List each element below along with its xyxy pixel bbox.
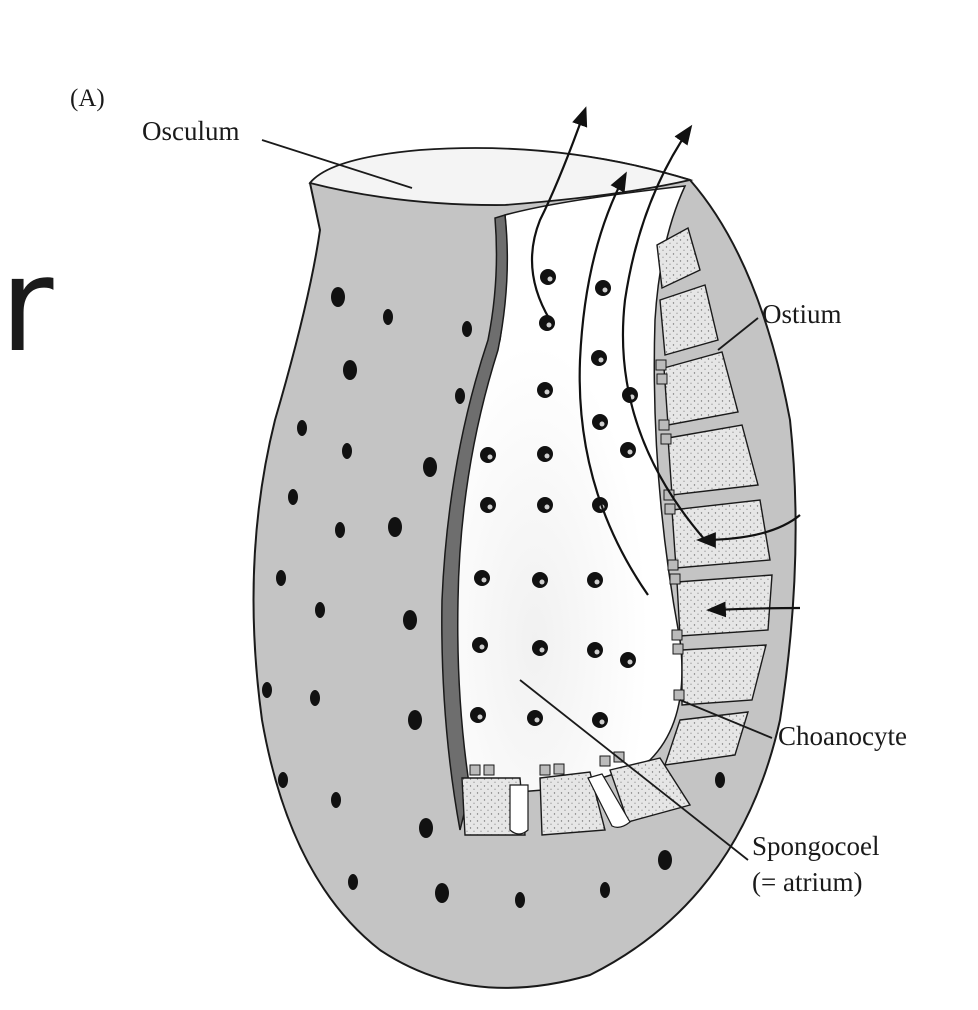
inner-pore-highlight (487, 504, 493, 510)
right-wall-segments (656, 226, 773, 766)
inner-pore-highlight (546, 322, 552, 328)
inner-pore (587, 642, 603, 658)
outer-pore (331, 792, 341, 808)
outer-pore (658, 850, 672, 870)
spongocoel-leader (519, 679, 749, 861)
outer-pore (276, 570, 286, 586)
flow-inlet-2 (706, 601, 801, 618)
outer-pore (383, 309, 393, 325)
inner-pore (470, 707, 486, 723)
inner-pore-highlight (599, 719, 605, 725)
inner-pore-highlight (477, 714, 483, 720)
inner-pore (480, 497, 496, 513)
inner-pore-highlight (599, 421, 605, 427)
outer-pore (388, 517, 402, 537)
spongocoel-label: Spongocoel (752, 831, 880, 861)
outer-pore (342, 443, 352, 459)
edge-glyph: r (0, 229, 54, 381)
inner-pore-highlight (627, 659, 633, 665)
inner-pore-highlight (539, 647, 545, 653)
flow-arrow-1 (530, 106, 588, 321)
inner-pore (539, 315, 555, 331)
outer-pores (262, 287, 725, 908)
inner-pore (474, 570, 490, 586)
inner-pore (537, 497, 553, 513)
outer-pore (515, 892, 525, 908)
panel-label: (A) (70, 85, 105, 112)
outer-pore (455, 388, 465, 404)
inner-pore (537, 446, 553, 462)
inner-pore (537, 382, 553, 398)
outer-pore (278, 772, 288, 788)
inner-pore (595, 280, 611, 296)
inner-pore-highlight (544, 504, 550, 510)
outer-pore (310, 690, 320, 706)
inner-pore-highlight (479, 644, 485, 650)
inner-pore (532, 640, 548, 656)
choanocyte-leader (679, 699, 773, 739)
inner-pore-highlight (594, 579, 600, 585)
outer-pore (331, 287, 345, 307)
outer-pore (262, 682, 272, 698)
outer-pore (343, 360, 357, 380)
outer-pore (297, 420, 307, 436)
inner-pore-highlight (547, 276, 553, 282)
outer-pore (600, 882, 610, 898)
inner-pore (620, 652, 636, 668)
inner-pore-highlight (627, 449, 633, 455)
flow-inlet-1 (696, 514, 801, 548)
inner-pore (472, 637, 488, 653)
water-flow-arrows (530, 106, 801, 618)
cut-wall-edge (441, 214, 509, 831)
inner-pore (592, 497, 608, 513)
flow-arrow-3 (621, 124, 706, 541)
flow-arrow-2 (578, 171, 649, 596)
leader-lines (261, 139, 773, 861)
inner-pore-highlight (598, 357, 604, 363)
osculum-label: Osculum (142, 116, 240, 146)
osculum-leader (261, 139, 413, 189)
ostium-label: Ostium (762, 299, 842, 329)
inner-pore-highlight (539, 579, 545, 585)
inner-pore (620, 442, 636, 458)
choanocyte-row (469, 359, 685, 776)
inner-pore-highlight (602, 287, 608, 293)
inner-pore-highlight (544, 389, 550, 395)
outer-pore (715, 772, 725, 788)
inner-pore (480, 447, 496, 463)
inner-pore (540, 269, 556, 285)
outer-pore (288, 489, 298, 505)
inner-pore-highlight (594, 649, 600, 655)
inner-pore-highlight (544, 453, 550, 459)
outer-pore (335, 522, 345, 538)
inner-pore (592, 712, 608, 728)
osculum-rim (308, 147, 694, 206)
inner-pore (527, 710, 543, 726)
inner-pore-highlight (481, 577, 487, 583)
inner-pores (470, 269, 638, 728)
outer-pore (435, 883, 449, 903)
inner-pore-highlight (534, 717, 540, 723)
outer-pore (348, 874, 358, 890)
spongocoel-sublabel: (= atrium) (752, 867, 863, 897)
ostium-leader (717, 317, 759, 351)
inner-pore-highlight (487, 454, 493, 460)
choanocyte-label: Choanocyte (778, 721, 907, 751)
outer-pore (315, 602, 325, 618)
outer-pore (423, 457, 437, 477)
inner-pore (587, 572, 603, 588)
inner-pore (532, 572, 548, 588)
bottom-wall-segments (461, 757, 692, 836)
outer-pore (419, 818, 433, 838)
bottom-canals (509, 773, 631, 835)
outer-pore (403, 610, 417, 630)
inner-pore (592, 414, 608, 430)
outer-pore (462, 321, 472, 337)
outer-pore (408, 710, 422, 730)
inner-pore (591, 350, 607, 366)
